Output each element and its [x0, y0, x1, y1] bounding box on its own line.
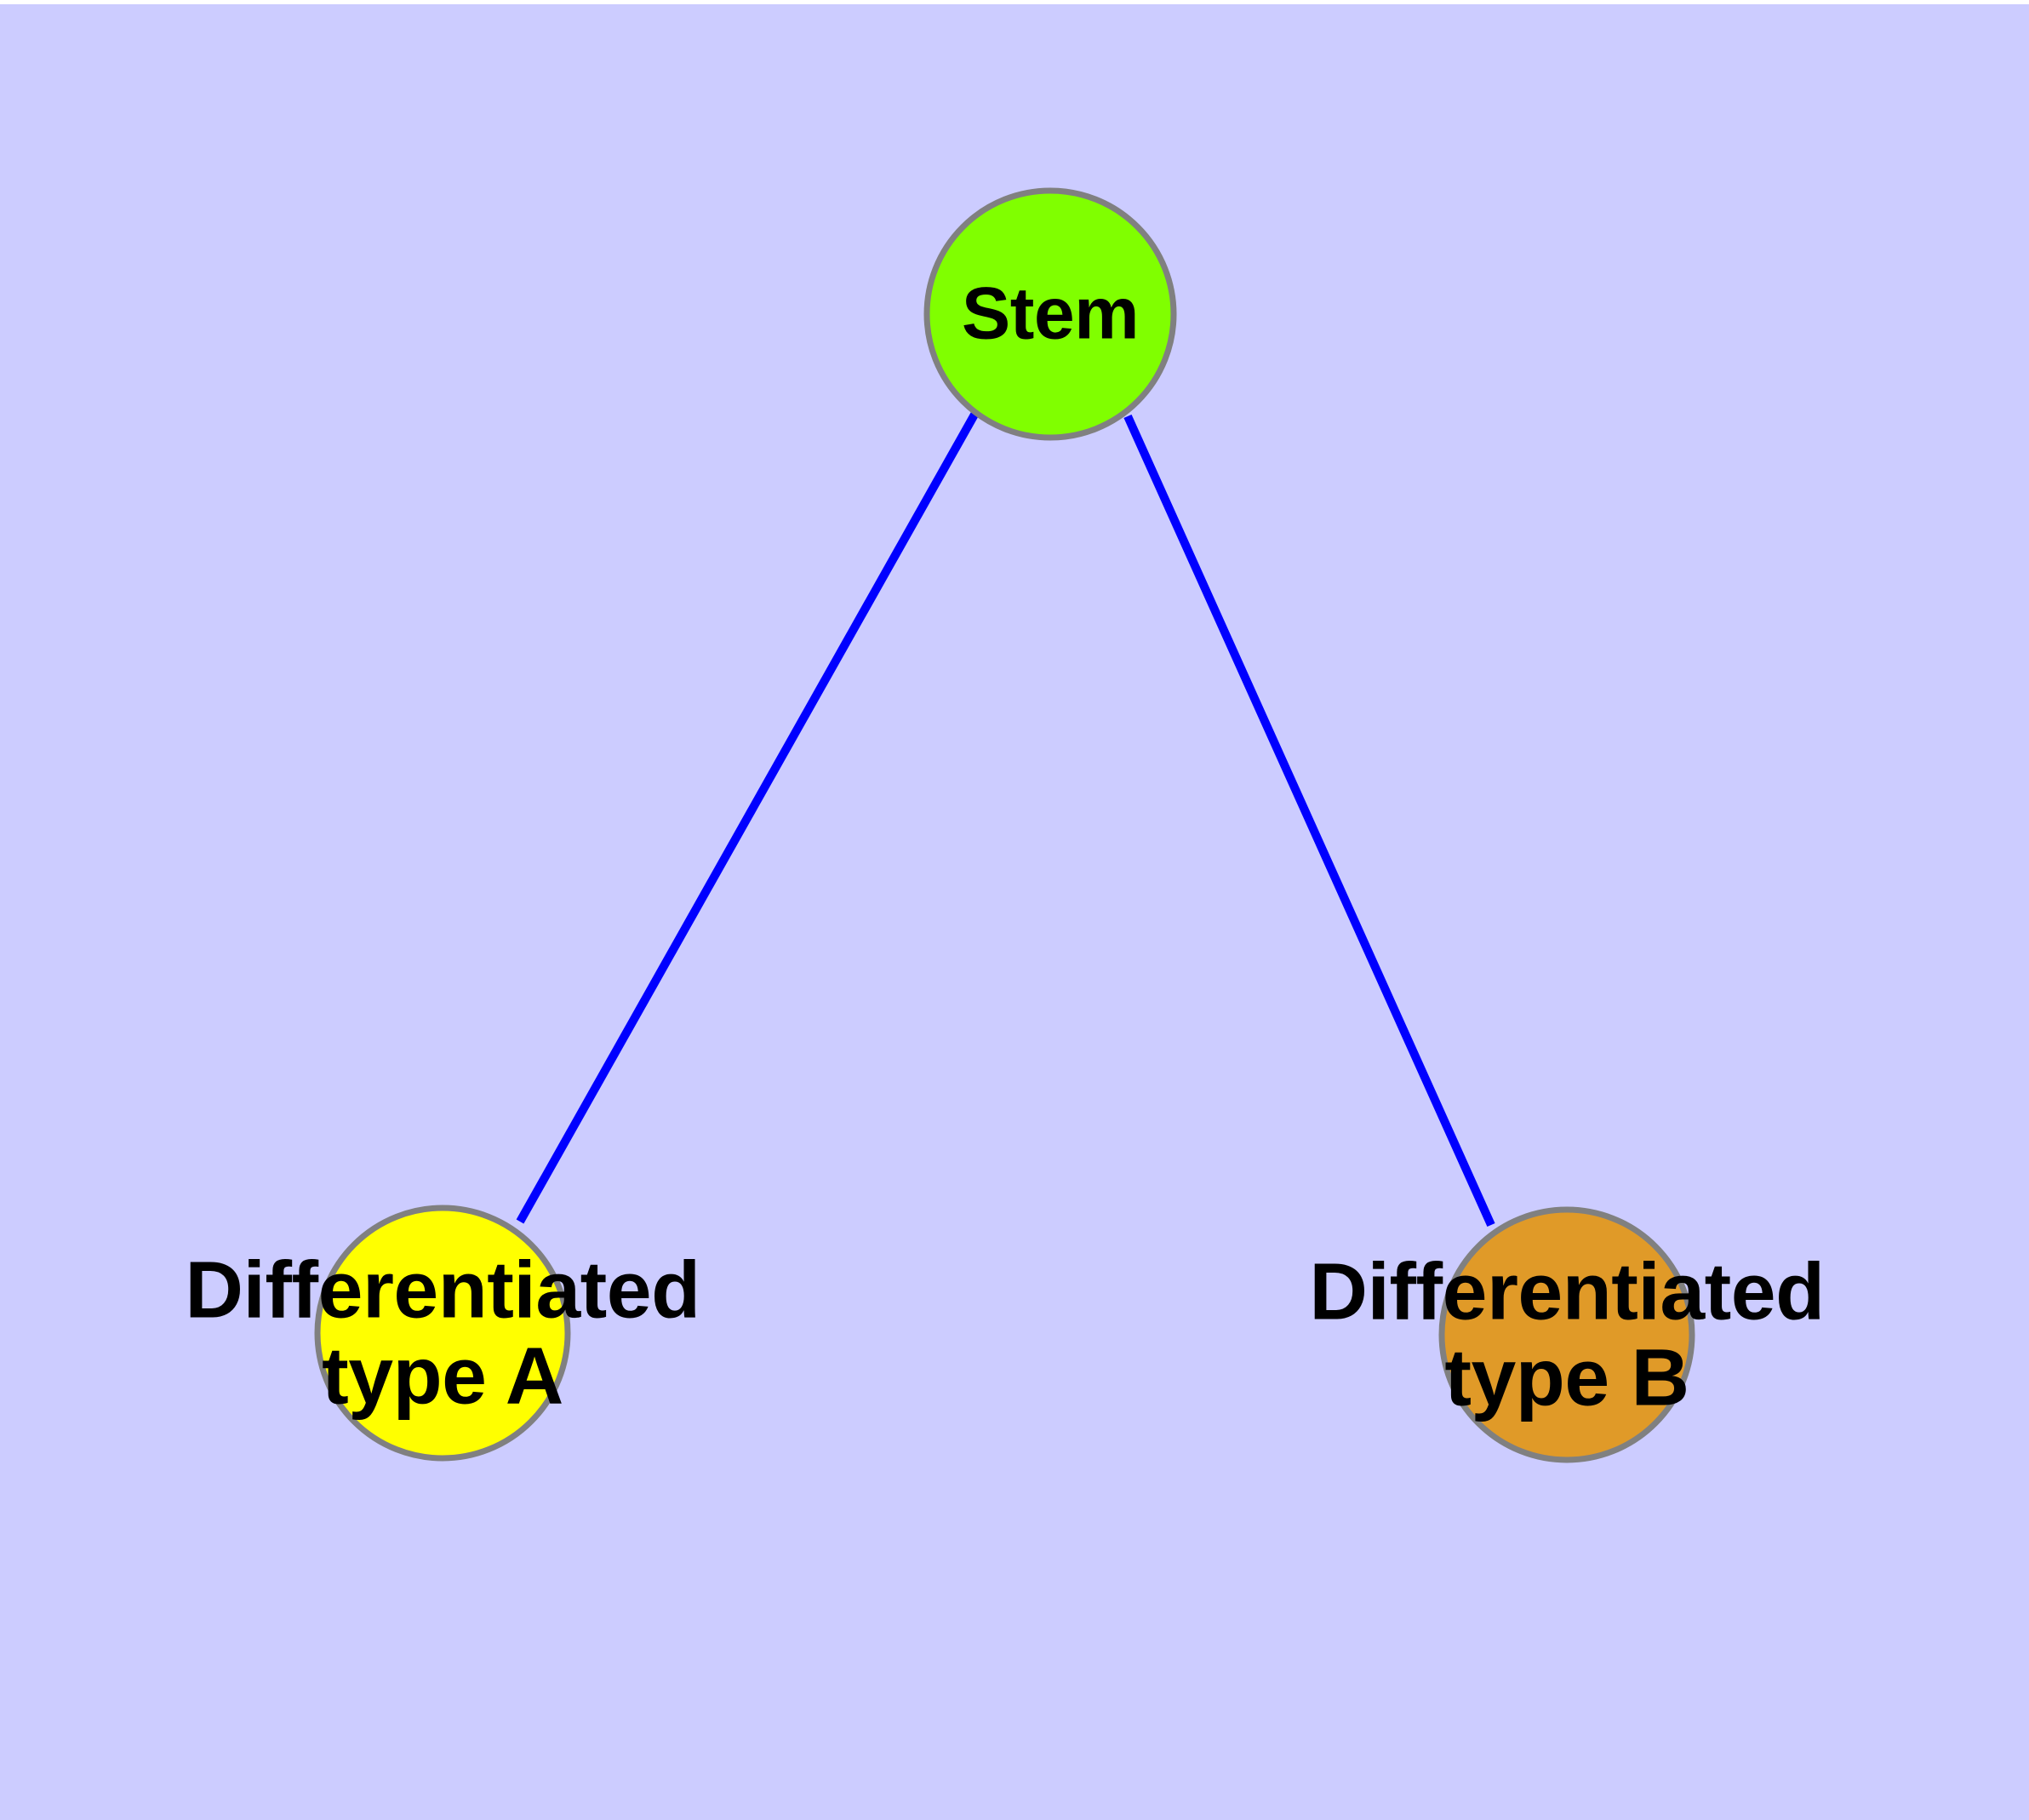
node-stem-circle[interactable] [923, 187, 1177, 441]
node-type-a-circle[interactable] [314, 1205, 571, 1462]
top-white-strip [0, 0, 2029, 4]
node-type-b-circle[interactable] [1438, 1206, 1695, 1463]
edge-layer [516, 412, 1495, 1228]
node-layer [314, 187, 1695, 1463]
edge-stem-to-type-a[interactable] [516, 412, 979, 1224]
edge-stem-to-type-b[interactable] [1123, 414, 1495, 1228]
